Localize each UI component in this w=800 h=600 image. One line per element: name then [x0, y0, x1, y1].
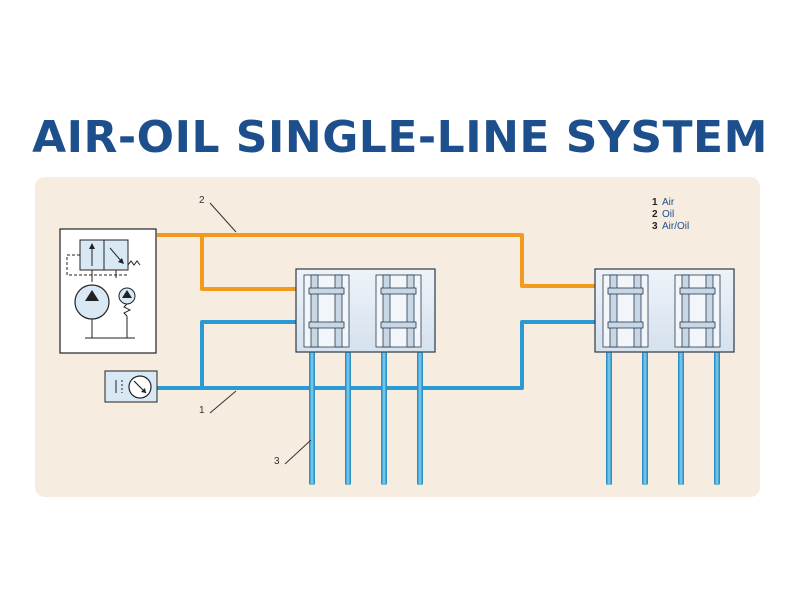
callout-air-oil: 3: [274, 456, 280, 467]
distributor-block-1: [295, 268, 436, 353]
oil-line-main: [157, 233, 595, 288]
metering-element: [303, 274, 350, 348]
distributor-block-2: [594, 268, 735, 353]
pump-unit: [59, 228, 157, 354]
page-title: AIR-OIL SINGLE-LINE SYSTEM: [32, 112, 768, 163]
oil-lines: [157, 233, 595, 291]
air-lines: [157, 320, 595, 390]
air-supply-unit: [104, 370, 158, 403]
air-line-main: [157, 320, 595, 390]
air-oil-pipe: [678, 352, 684, 485]
air-oil-pipe: [345, 352, 351, 485]
metering-element: [602, 274, 649, 348]
callout-oil: 2: [199, 195, 205, 206]
air-oil-pipe: [642, 352, 648, 485]
air-line-branch: [200, 320, 296, 388]
oil-line-branch: [200, 235, 296, 291]
spring-icon: [127, 260, 141, 266]
air-oil-pipe: [309, 352, 315, 485]
callout-air: 1: [199, 405, 205, 416]
callout-leaders: [209, 202, 312, 465]
metering-element: [674, 274, 721, 348]
air-oil-pipe: [714, 352, 720, 485]
metering-element: [375, 274, 422, 348]
air-oil-pipe: [381, 352, 387, 485]
air-oil-pipe: [606, 352, 612, 485]
air-oil-pipes: [309, 352, 720, 485]
air-oil-pipe: [417, 352, 423, 485]
